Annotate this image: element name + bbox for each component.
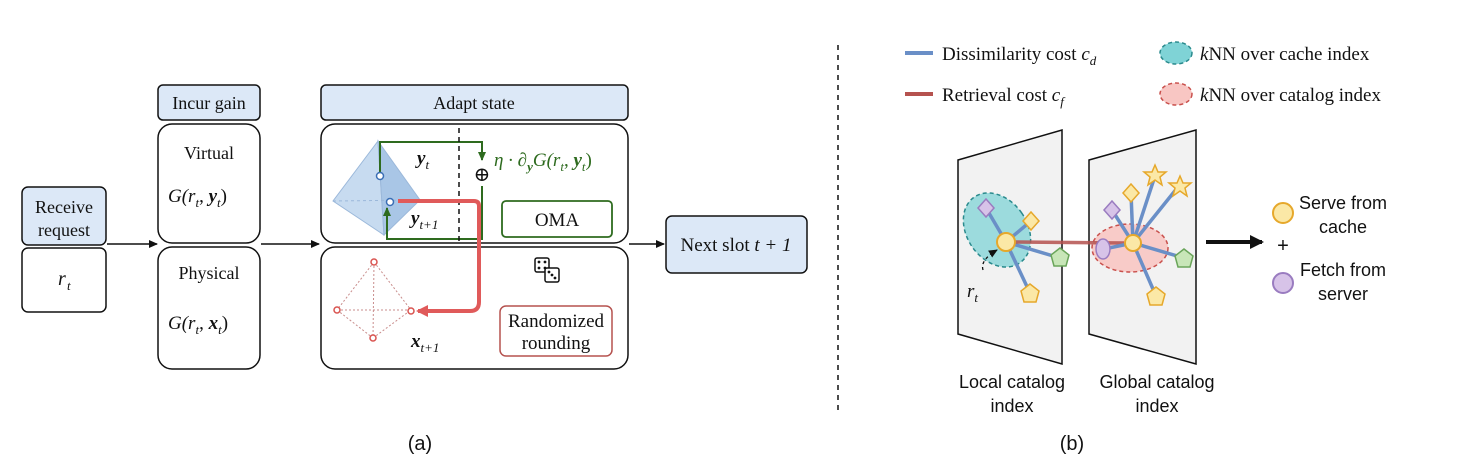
local-yellow-diamond (1021, 210, 1041, 232)
green-return-path (383, 186, 483, 240)
legend-knn-cache: kNN over cache index (1200, 44, 1370, 65)
global-purple-diamond (1102, 199, 1122, 221)
request-pointer (981, 249, 998, 271)
global-yellow-diamond (1121, 182, 1141, 204)
rounding-line2: rounding (522, 333, 591, 354)
legend: Dissimilarity cost cd Retrieval cost cf … (905, 41, 1381, 109)
adapt-state-block: Adapt state yt yt+1 ⊕ η · ∂yG(rt, yt) (320, 84, 629, 370)
fetch-line2: server (1318, 284, 1368, 304)
yt1-node (385, 197, 395, 207)
virtual-label: Virtual (184, 143, 234, 163)
adapt-state-header: Adapt state (433, 93, 514, 113)
caption-b: (b) (1060, 433, 1084, 455)
request-var-sub: t (67, 278, 71, 293)
local-yellow-pentagon (1020, 283, 1040, 303)
physical-label: Physical (179, 263, 240, 283)
local-index-line1: Local catalog (959, 372, 1065, 392)
rounding-line1: Randomized (508, 311, 605, 332)
local-purple-node (976, 197, 996, 219)
yt1-label: yt+1 (409, 208, 438, 232)
oma-label: OMA (535, 210, 580, 231)
request-var: r (58, 268, 66, 290)
yt-node (375, 171, 385, 181)
local-green-pentagon (1050, 247, 1070, 267)
serve-line2: cache (1319, 217, 1367, 237)
receive-request-line1: Receive (35, 197, 93, 217)
receive-request-line2: request (38, 220, 90, 240)
next-slot-label: Next slot t + 1 (681, 235, 792, 256)
incur-gain-header: Incur gain (172, 93, 245, 113)
rounding-arrow (398, 199, 481, 317)
global-star-2 (1166, 174, 1194, 198)
caption-a: (a) (408, 433, 432, 455)
request-label: rt (967, 281, 978, 305)
serve-icon (1272, 202, 1294, 224)
panel-a: Receive request r t Incur gain Virtual G… (21, 84, 808, 455)
physical-gain-expr: G(rt, xt) (168, 313, 228, 337)
global-yellow-pentagon (1146, 286, 1166, 306)
local-index-line2: index (990, 396, 1033, 416)
request-node (996, 232, 1016, 252)
gradient-expr: η · ∂yG(rt, yt) (494, 150, 592, 174)
oma-box (501, 200, 613, 238)
global-star-1 (1141, 163, 1169, 187)
global-index-line1: Global catalog (1099, 372, 1214, 392)
fetch-icon (1272, 272, 1294, 294)
virtual-gain-expr: G(rt, yt) (168, 186, 227, 210)
oplus-symbol: ⊕ (474, 164, 491, 186)
legend-knn-catalog: kNN over catalog index (1200, 85, 1381, 106)
green-update-path (379, 141, 486, 176)
global-index-line2: index (1135, 396, 1178, 416)
serve-line1: Serve from (1299, 193, 1387, 213)
global-green-pentagon (1174, 248, 1194, 268)
plus-sign: + (1277, 235, 1289, 257)
legend-retrieval: Retrieval cost cf (942, 85, 1066, 109)
incur-gain-block: Incur gain Virtual G(rt, yt) Physical G(… (157, 84, 261, 370)
dice-icon (534, 257, 560, 283)
legend-catalog-swatch (1159, 82, 1193, 106)
receive-request-block: Receive request r t (21, 186, 107, 313)
global-center-node (1124, 234, 1142, 252)
physical-simplex (333, 258, 415, 342)
panel-b: Dissimilarity cost cd Retrieval cost cf … (905, 41, 1387, 455)
next-slot-block: Next slot t + 1 (665, 215, 808, 274)
legend-dissimilarity: Dissimilarity cost cd (942, 44, 1097, 68)
rounding-box (499, 305, 613, 357)
fetch-line1: Fetch from (1300, 260, 1386, 280)
legend-cache-swatch (1159, 41, 1193, 65)
global-purple-node (1095, 238, 1111, 260)
yt-label: yt (415, 148, 429, 172)
xt1-label: xt+1 (410, 331, 439, 355)
